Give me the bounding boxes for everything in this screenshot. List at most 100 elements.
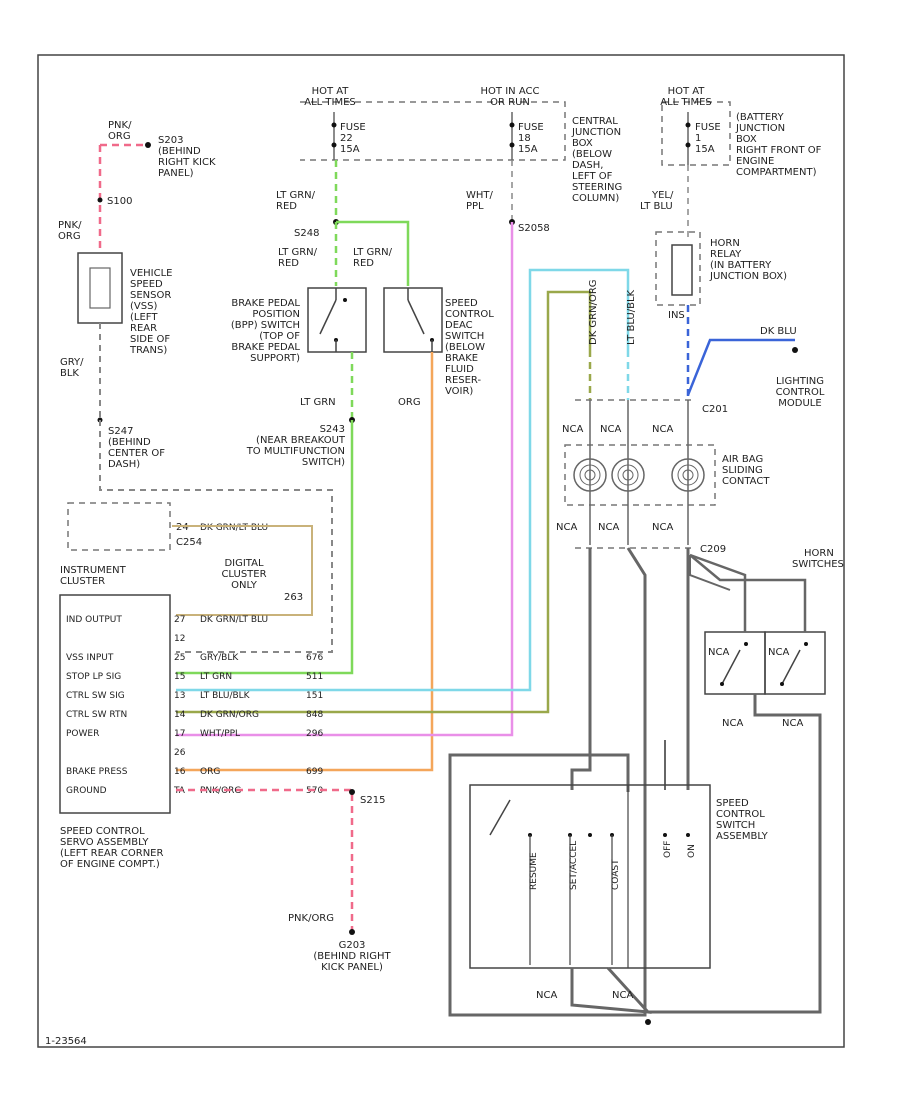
wire-dk-blu-lcm — [686, 338, 795, 396]
servo-pin-wire-color: LT GRN — [200, 672, 232, 682]
wire-lt-grn-red-deac — [336, 220, 410, 286]
wire-label-lt-grn: LT GRN — [300, 397, 336, 408]
nca-label-1: NCA — [562, 424, 583, 435]
diagram-id: 1-23564 — [45, 1036, 87, 1047]
nca-label-6: NCA — [652, 522, 673, 533]
nca-label-9: NCA — [722, 718, 743, 729]
central-junction-box — [300, 101, 566, 161]
wire-gry-blk-to-servo — [99, 420, 333, 653]
splice-s2058: S2058 — [518, 223, 550, 234]
servo-pin-wire-color: DK GRN/ORG — [200, 710, 259, 720]
wire-pnk-org-ground — [176, 788, 354, 930]
splice-s248: S248 — [294, 228, 319, 239]
wire-label-pnk-org-1: PNK/ORG — [108, 120, 132, 142]
battery-junction-box — [661, 101, 731, 166]
wire-label-gry-blk: GRY/BLK — [60, 357, 84, 379]
switch-label-off: OFF — [663, 841, 673, 858]
servo-pin-label: POWER — [66, 729, 99, 739]
servo-pin-wire-color: ORG — [200, 767, 220, 777]
servo-pin-label: CTRL SW SIG — [66, 691, 125, 701]
wire-label-dk-blu: DK BLU — [760, 326, 797, 337]
wire-switch-1 — [570, 548, 592, 790]
wire-label-wht-ppl: WHT/PPL — [466, 190, 494, 212]
servo-pin-label: STOP LP SIG — [66, 672, 121, 682]
cluster-pin-263: 263 — [284, 592, 303, 603]
servo-pin-label: BRAKE PRESS — [66, 767, 128, 777]
servo-pin-number: 25 — [174, 653, 185, 663]
servo-pin-wire-color: DK GRN/LT BLU — [200, 615, 268, 625]
airbag-contact-box — [564, 444, 716, 506]
servo-pin-label: IND OUTPUT — [66, 615, 122, 625]
servo-pin-number: 27 — [174, 615, 185, 625]
servo-pin-circuit: 151 — [306, 691, 323, 701]
wire-label-pnk-org-gnd: PNK/ORG — [288, 913, 334, 924]
speed-control-servo — [59, 594, 171, 814]
switch-label-coast: COAST — [611, 859, 621, 890]
servo-pin-number: 26 — [174, 748, 186, 758]
servo-pin-circuit: 848 — [306, 710, 323, 720]
diagram-border — [37, 54, 845, 1048]
horn-switch-contacts — [720, 642, 808, 686]
servo-pin-wire-color: PNK/ORG — [200, 786, 241, 796]
nca-label-7: NCA — [708, 647, 729, 658]
horn-switch-1 — [704, 631, 766, 695]
servo-pin-number: 15 — [174, 672, 185, 682]
wire-label-org: ORG — [398, 397, 421, 408]
wire-horn-1 — [689, 553, 747, 632]
vss-component — [77, 252, 123, 324]
vss-sensor-symbol — [89, 267, 111, 309]
nca-label-10: NCA — [782, 718, 803, 729]
wire-horn-2 — [689, 554, 807, 632]
nca-label-12: NCA — [612, 990, 633, 1001]
servo-pin-number: 13 — [174, 691, 185, 701]
deac-switch — [383, 287, 443, 353]
wire-label-yel-blu: YEL/LT BLU — [640, 190, 674, 212]
switch-ground-dot — [645, 1019, 651, 1025]
servo-pin-circuit: 699 — [306, 767, 323, 777]
servo-pin-number: 17 — [174, 729, 185, 739]
connector-c209-label: C209 — [700, 544, 726, 555]
cluster-pin-24: 24 — [176, 522, 189, 533]
instrument-cluster-box — [67, 502, 171, 551]
wire-org-to-servo — [176, 352, 434, 772]
splice-s100: S100 — [107, 196, 132, 207]
horn-relay-coil — [671, 244, 693, 296]
servo-pin-label: GROUND — [66, 786, 107, 796]
nca-label-8: NCA — [768, 647, 789, 658]
splice-s203-dot — [145, 142, 151, 148]
servo-pin-number: 16 — [174, 767, 186, 777]
ground-g203-dot — [349, 929, 355, 935]
switch-assembly-contacts — [489, 799, 690, 965]
cluster-wire-label-24: DK GRN/LT BLU — [200, 523, 268, 533]
bpp-switch — [307, 287, 367, 353]
wire-switch-ground — [570, 966, 652, 1014]
servo-pin-circuit: 511 — [306, 672, 323, 682]
wire-label-lt-grn-red-2: LT GRN/RED — [278, 247, 318, 269]
switch-label-set-accel: SET/ACCEL — [569, 841, 579, 890]
nca-label-11: NCA — [536, 990, 557, 1001]
wire-lt-grn-to-servo — [176, 420, 354, 675]
splice-s100-dot — [97, 197, 103, 203]
switch-label-resume: RESUME — [529, 852, 539, 890]
